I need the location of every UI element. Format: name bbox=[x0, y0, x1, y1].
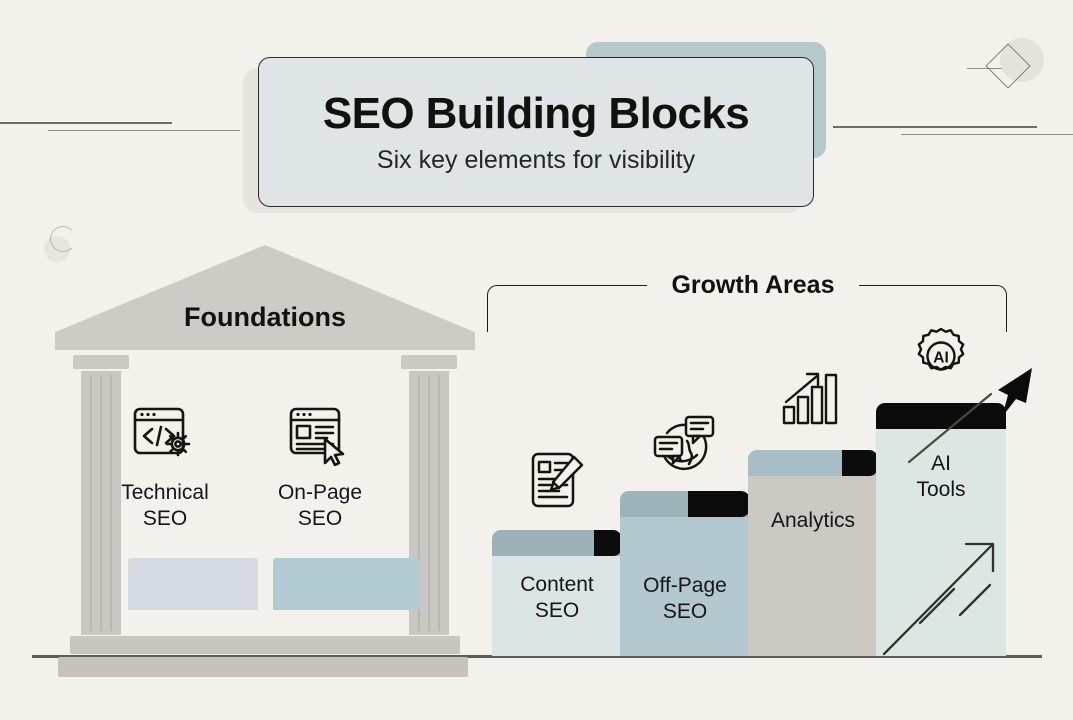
foundation-panel-technical bbox=[128, 558, 258, 610]
bar-cap bbox=[620, 491, 750, 517]
temple-pediment bbox=[55, 245, 475, 350]
growth-bar-off-page-seo-label: Off-Page SEO bbox=[620, 573, 750, 626]
bar-cap-accent bbox=[688, 491, 750, 517]
temple-base-upper bbox=[70, 636, 460, 654]
deco-line-left-lower bbox=[48, 130, 240, 131]
growth-bar-content-seo-label: Content SEO bbox=[492, 572, 622, 625]
temple-base-lower bbox=[58, 657, 468, 677]
page-subtitle: Six key elements for visibility bbox=[376, 145, 696, 174]
growth-bar-analytics[interactable]: Analytics bbox=[748, 450, 878, 656]
code-window-gear-icon bbox=[90, 400, 240, 472]
bar-cap bbox=[748, 450, 878, 476]
pillar-label-line1: Technical bbox=[121, 481, 209, 504]
bar-cap-base bbox=[876, 403, 1006, 429]
bar-cap bbox=[492, 530, 622, 556]
bar-cap-accent bbox=[594, 530, 622, 556]
bar-label-line1: Content bbox=[520, 573, 594, 596]
title-card: SEO Building Blocks Six key elements for… bbox=[258, 57, 814, 207]
deco-line-diamond-tick bbox=[967, 68, 1007, 69]
svg-text:AI: AI bbox=[933, 350, 949, 367]
deco-circle-top-right bbox=[1000, 38, 1044, 82]
layout-cursor-icon bbox=[245, 400, 395, 472]
pillar-on-page-seo[interactable]: On-Page SEO bbox=[245, 400, 395, 533]
bracket-left bbox=[487, 285, 653, 332]
rising-arrow-icon bbox=[882, 542, 995, 656]
ground-baseline bbox=[32, 655, 1042, 658]
document-pencil-icon bbox=[525, 448, 591, 514]
column-flute bbox=[100, 375, 102, 631]
ai-gear-icon: AI bbox=[908, 325, 974, 387]
column-capital-left bbox=[73, 355, 129, 369]
foundations-heading: Foundations bbox=[184, 302, 346, 332]
growth-arrowhead-icon bbox=[998, 368, 1032, 417]
pillar-label-line1: On-Page bbox=[277, 481, 363, 504]
bar-cap bbox=[876, 403, 1006, 429]
pillar-on-page-seo-label: On-Page SEO bbox=[245, 480, 395, 533]
pillar-label-line2: SEO bbox=[297, 507, 343, 531]
growth-areas-heading: Growth Areas bbox=[647, 271, 859, 300]
deco-line-right-lower bbox=[901, 134, 1073, 135]
deco-line-left-upper bbox=[0, 122, 172, 124]
pillar-technical-seo[interactable]: Technical SEO bbox=[90, 400, 240, 533]
column-right bbox=[409, 371, 449, 635]
bar-label-line2: SEO bbox=[534, 599, 580, 623]
bar-label-line1: AI bbox=[931, 452, 951, 475]
bracket-right bbox=[841, 285, 1007, 332]
column-flute bbox=[90, 375, 92, 631]
bar-label-line2: Tools bbox=[916, 478, 966, 502]
pillar-technical-seo-label: Technical SEO bbox=[90, 480, 240, 533]
growth-bar-ai-tools-label: AI Tools bbox=[876, 451, 1006, 504]
column-capital-right bbox=[401, 355, 457, 369]
bar-label-line1: Analytics bbox=[770, 509, 856, 532]
column-flute bbox=[110, 375, 112, 631]
column-left bbox=[81, 371, 121, 635]
growth-bar-content-seo[interactable]: Content SEO bbox=[492, 530, 622, 656]
bar-chart-arrow-icon bbox=[778, 365, 844, 431]
growth-bar-ai-tools[interactable]: AI Tools bbox=[876, 403, 1006, 656]
foundation-panel-onpage bbox=[273, 558, 420, 610]
bar-label-line2: SEO bbox=[662, 600, 708, 624]
growth-bar-analytics-label: Analytics bbox=[748, 508, 878, 534]
column-flute bbox=[428, 375, 430, 631]
deco-line-right-upper bbox=[833, 126, 1037, 128]
column-flute bbox=[438, 375, 440, 631]
globe-chat-icon bbox=[650, 408, 722, 480]
pillar-label-line2: SEO bbox=[142, 507, 188, 531]
growth-arrow-shaft-icon bbox=[907, 392, 993, 464]
growth-bar-off-page-seo[interactable]: Off-Page SEO bbox=[620, 491, 750, 656]
column-flute bbox=[418, 375, 420, 631]
bar-label-line1: Off-Page bbox=[643, 574, 727, 597]
growth-areas-bracket: Growth Areas bbox=[487, 271, 1007, 345]
page-title: SEO Building Blocks bbox=[322, 88, 750, 138]
deco-arc-left-small bbox=[50, 226, 76, 252]
foundations-temple: Foundations bbox=[55, 240, 475, 677]
bar-cap-accent bbox=[842, 450, 878, 476]
